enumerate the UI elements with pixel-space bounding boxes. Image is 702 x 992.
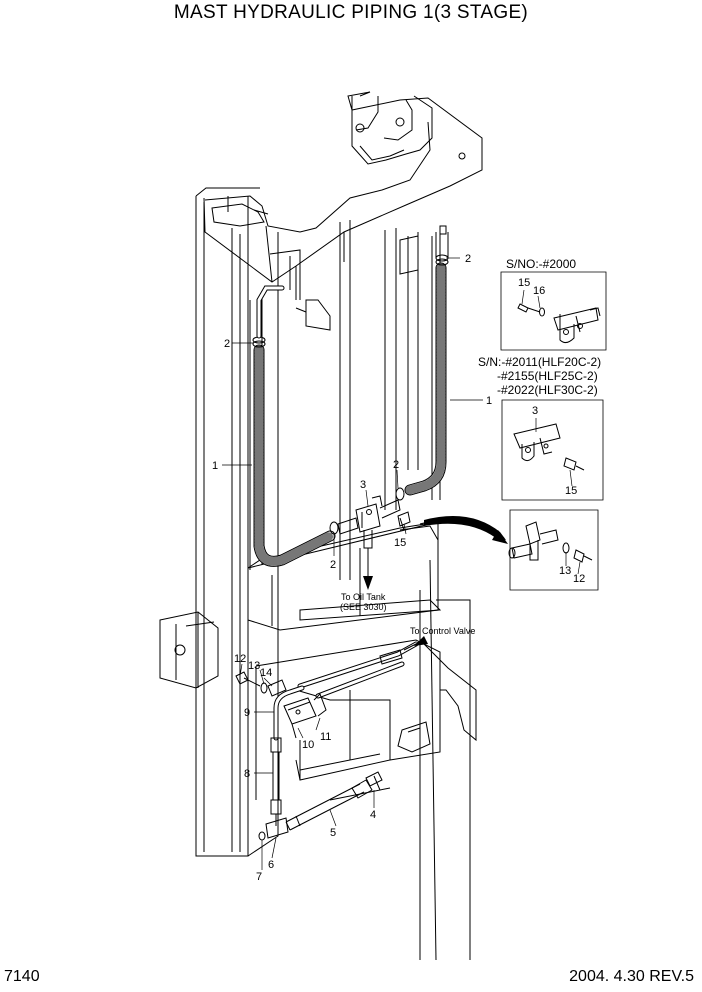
oil-tank-arrow	[363, 548, 373, 590]
detail-box-top	[500, 271, 607, 351]
detail-labels: S/NO:-#2000 15 16 S/N:-#2011(HLF20C-2) -…	[478, 257, 601, 585]
lower-piping	[235, 636, 428, 841]
callout-5: 5	[330, 827, 336, 839]
hose-left	[252, 285, 336, 567]
callout-7: 7	[256, 871, 262, 883]
callout-13: 13	[248, 660, 260, 672]
callout-labels: 1 1 2 2 2 2 3 15 12 13 14 9 11 10 8 5 4 …	[212, 253, 492, 883]
callout-2-left: 2	[224, 338, 230, 350]
detail-mid-callout-15: 15	[565, 485, 577, 497]
detail-bottom-callout-12: 12	[573, 573, 585, 585]
callout-11: 11	[320, 731, 331, 743]
callout-2-top-right: 2	[465, 253, 471, 265]
leader-lines	[222, 257, 581, 870]
page-number: 7140	[4, 968, 40, 985]
detail-mid-serial-3: -#2022(HLF30C-2)	[497, 383, 598, 397]
detail-box-middle	[501, 399, 604, 501]
detail-mid-serial-2: -#2155(HLF25C-2)	[497, 369, 598, 383]
mid-crossbar	[247, 521, 439, 631]
callout-3: 3	[360, 479, 366, 491]
detail-arrow	[419, 516, 508, 544]
callout-2-bottom: 2	[330, 559, 336, 571]
hose-right	[404, 225, 449, 496]
callout-10: 10	[302, 739, 314, 751]
detail-top-callout-15: 15	[518, 277, 530, 289]
note-see-3030: (SEE 3030)	[340, 602, 387, 612]
detail-mid-serial-1: S/N:-#2011(HLF20C-2)	[478, 355, 601, 369]
left-bracket	[159, 611, 219, 689]
callout-4: 4	[370, 809, 376, 821]
tee-block	[329, 487, 411, 549]
detail-box-bottom	[508, 509, 599, 591]
callout-8: 8	[244, 768, 250, 780]
callout-1-left: 1	[212, 460, 218, 472]
note-to-oil-tank: To Oil Tank	[341, 592, 386, 602]
callout-15: 15	[394, 537, 406, 549]
callout-1-right: 1	[486, 395, 492, 407]
callout-14: 14	[260, 667, 272, 679]
callout-9: 9	[244, 707, 250, 719]
detail-top-callout-16: 16	[533, 285, 545, 297]
detail-mid-callout-3: 3	[532, 405, 538, 417]
page-title: MAST HYDRAULIC PIPING 1(3 STAGE)	[173, 2, 529, 23]
revision-date: 2004. 4.30 REV.5	[569, 968, 694, 985]
flow-notes: To Oil Tank (SEE 3030) To Control Valve	[340, 592, 475, 636]
mast-head	[203, 91, 483, 331]
detail-top-serial: S/NO:-#2000	[506, 257, 576, 271]
callout-6: 6	[268, 859, 274, 871]
outer-mast	[195, 187, 471, 961]
callout-2-mid: 2	[393, 459, 399, 471]
detail-bottom-callout-13: 13	[559, 565, 571, 577]
callout-12: 12	[234, 653, 246, 665]
note-to-control-valve: To Control Valve	[410, 626, 475, 636]
